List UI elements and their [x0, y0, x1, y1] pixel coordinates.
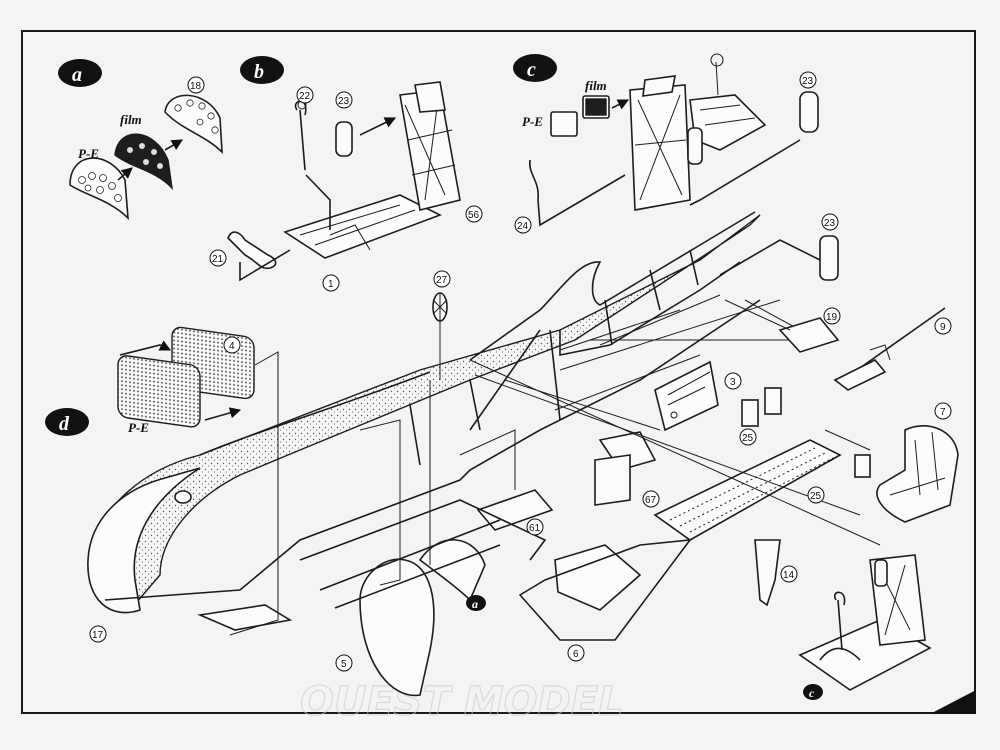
svg-text:b: b — [254, 61, 264, 83]
part-27-wheel — [432, 292, 448, 322]
svg-text:21: 21 — [212, 254, 224, 265]
badge-d: d — [45, 408, 89, 436]
svg-text:6: 6 — [573, 649, 579, 660]
cockpit-floor-c-bottom — [798, 554, 932, 691]
radiator-grills — [117, 326, 279, 636]
callout-9: 9 — [934, 317, 952, 335]
callout-22: 22 — [296, 86, 314, 104]
callout-17: 17 — [89, 625, 107, 643]
callout-21: 21 — [209, 249, 227, 267]
svg-text:5: 5 — [341, 659, 347, 670]
callout-24: 24 — [514, 216, 532, 234]
part-19-box — [778, 317, 840, 353]
svg-text:14: 14 — [783, 570, 795, 581]
watermark: OUEST MODEL — [300, 679, 624, 725]
svg-text:a: a — [472, 597, 478, 611]
label-pe-a: P-E — [78, 146, 99, 161]
page-number: 2 — [956, 696, 966, 716]
callout-18: 18 — [187, 76, 205, 94]
bottle-icon — [819, 235, 839, 281]
floor-plate — [476, 387, 871, 641]
svg-text:1: 1 — [328, 279, 334, 290]
callout-67: 67 — [642, 490, 660, 508]
svg-text:a: a — [72, 64, 82, 86]
svg-text:25: 25 — [742, 433, 754, 444]
svg-text:23: 23 — [338, 96, 350, 107]
callout-6: 6 — [567, 644, 585, 662]
cockpit-frame-c — [529, 53, 819, 227]
svg-text:c: c — [527, 59, 536, 81]
callout-19: 19 — [823, 307, 841, 325]
callout-27: 27 — [433, 270, 451, 288]
callout-56: 56 — [465, 205, 483, 223]
machine-gun-icon — [833, 307, 946, 391]
callout-14: 14 — [780, 565, 798, 583]
label-pe-d: P-E — [128, 420, 149, 435]
badge-c-top: c — [513, 54, 557, 82]
badge-a-small: a — [466, 595, 486, 611]
svg-text:24: 24 — [517, 221, 529, 232]
svg-text:7: 7 — [940, 407, 946, 418]
svg-text:23: 23 — [802, 76, 814, 87]
svg-text:c: c — [809, 686, 815, 700]
badge-b: b — [240, 56, 284, 84]
callout-7: 7 — [934, 402, 952, 420]
svg-text:d: d — [59, 413, 70, 435]
cockpit-floor-b — [227, 81, 461, 282]
callout-25a: 25 — [739, 428, 757, 446]
callout-23c: 23 — [799, 71, 817, 89]
svg-text:56: 56 — [468, 210, 480, 221]
svg-text:23: 23 — [824, 218, 836, 229]
seat-icon — [876, 425, 959, 523]
badge-a: a — [58, 59, 102, 87]
assembly-leader-lines — [359, 299, 881, 586]
svg-text:25: 25 — [810, 491, 822, 502]
callout-3: 3 — [724, 372, 742, 390]
svg-text:22: 22 — [299, 91, 311, 102]
instrument-panel-icon — [654, 360, 719, 432]
label-pe-c: P-E — [522, 114, 543, 129]
svg-text:19: 19 — [826, 312, 838, 323]
svg-text:3: 3 — [730, 377, 736, 388]
svg-text:17: 17 — [92, 630, 104, 641]
badge-c-small: c — [803, 684, 823, 700]
callout-4: 4 — [223, 336, 241, 354]
callout-61: 61 — [526, 518, 544, 536]
svg-text:4: 4 — [229, 341, 235, 352]
label-film-a: film — [120, 112, 142, 127]
svg-text:9: 9 — [940, 322, 946, 333]
callout-23d: 23 — [821, 213, 839, 231]
instrument-panel-a — [69, 94, 223, 221]
label-film-c: film — [585, 78, 607, 93]
part-17-panel — [197, 604, 293, 631]
drawing-frame — [21, 30, 976, 714]
canopy-assembly — [299, 499, 547, 697]
svg-text:61: 61 — [529, 523, 541, 534]
callout-5: 5 — [335, 654, 353, 672]
svg-text:27: 27 — [436, 275, 448, 286]
svg-text:18: 18 — [190, 81, 202, 92]
svg-text:67: 67 — [645, 495, 657, 506]
fuselage-assembly — [87, 211, 761, 614]
page-corner-marker — [930, 690, 976, 714]
part-callouts: 18 22 23 56 21 1 23 24 23 27 19 9 4 3 7 … — [89, 71, 952, 672]
callout-23b: 23 — [335, 91, 353, 109]
callout-25b: 25 — [807, 486, 825, 504]
callout-1: 1 — [322, 274, 340, 292]
